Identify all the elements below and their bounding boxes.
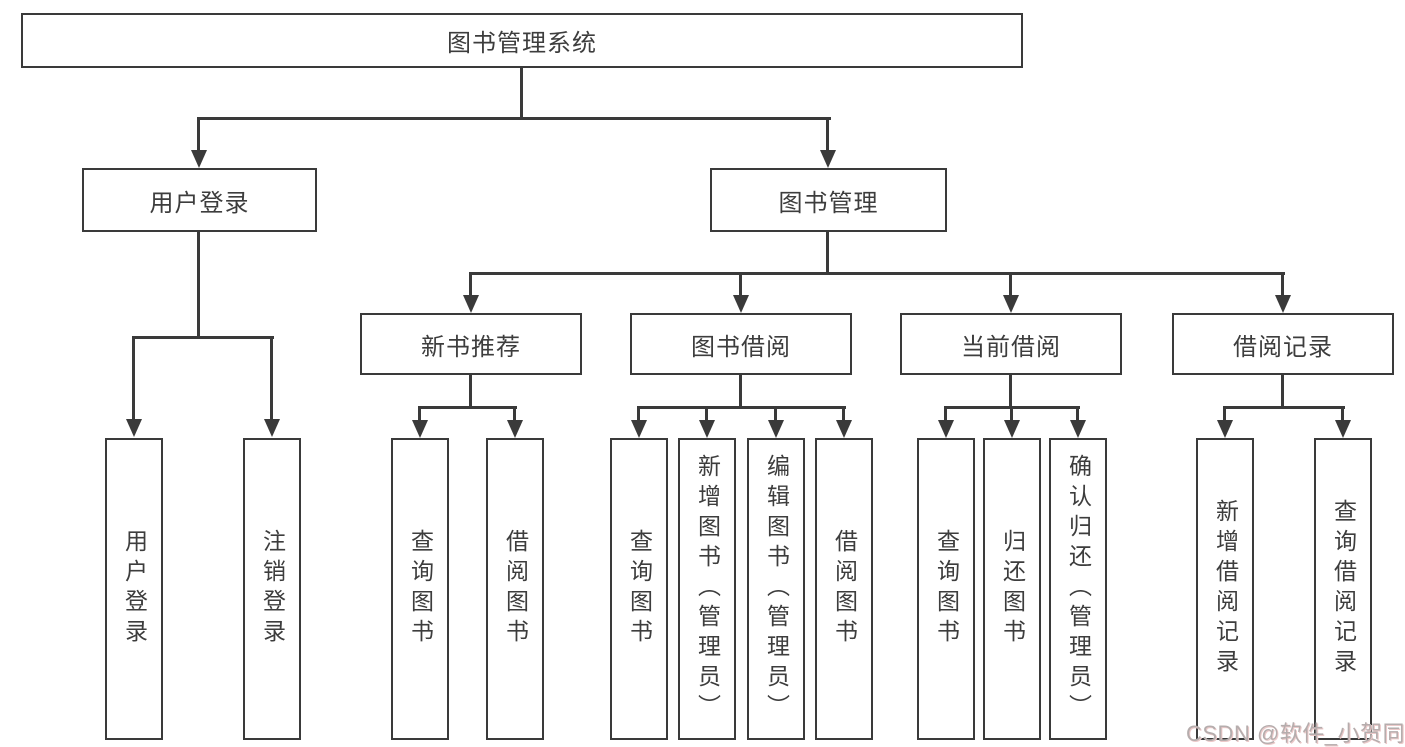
leaf-edit-book-admin: 编辑图书（管理员） — [747, 438, 805, 740]
node-user-login: 用户登录 — [82, 168, 317, 232]
connector-line — [469, 375, 472, 408]
arrow-down-icon — [1217, 420, 1233, 438]
connector-line — [132, 336, 135, 422]
arrow-down-icon — [191, 150, 207, 168]
node-book-management: 图书管理 — [710, 168, 947, 232]
node-book-borrowing: 图书借阅 — [630, 313, 852, 375]
leaf-borrow-books-recommend: 借阅图书 — [486, 438, 544, 740]
connector-line — [826, 117, 829, 152]
leaf-return-books: 归还图书 — [983, 438, 1041, 740]
arrow-down-icon — [264, 419, 280, 437]
leaf-borrow-books: 借阅图书 — [815, 438, 873, 740]
connector-line — [418, 406, 517, 409]
connector-line — [739, 375, 742, 408]
arrow-down-icon — [768, 420, 784, 438]
leaf-logout: 注销登录 — [243, 438, 301, 740]
connector-line — [1341, 406, 1344, 422]
connector-line — [197, 117, 831, 120]
node-current-borrowing: 当前借阅 — [900, 313, 1122, 375]
connector-line — [1281, 375, 1284, 408]
arrow-down-icon — [699, 420, 715, 438]
connector-line — [270, 336, 273, 422]
arrow-down-icon — [820, 150, 836, 168]
arrow-down-icon — [733, 295, 749, 313]
node-borrowing-records: 借阅记录 — [1172, 313, 1394, 375]
connector-line — [1010, 406, 1013, 422]
connector-line — [197, 232, 200, 336]
leaf-query-books-borrow: 查询图书 — [610, 438, 668, 740]
arrow-down-icon — [412, 420, 428, 438]
arrow-down-icon — [507, 420, 523, 438]
arrow-down-icon — [836, 420, 852, 438]
connector-line — [637, 406, 846, 409]
leaf-query-books-current: 查询图书 — [917, 438, 975, 740]
arrow-down-icon — [1275, 295, 1291, 313]
connector-line — [1009, 375, 1012, 408]
arrow-down-icon — [1004, 420, 1020, 438]
connector-line — [705, 406, 708, 422]
connector-line — [774, 406, 777, 422]
connector-line — [1223, 406, 1345, 409]
connector-line — [469, 272, 472, 297]
arrow-down-icon — [1070, 420, 1086, 438]
arrow-down-icon — [126, 419, 142, 437]
arrow-down-icon — [631, 420, 647, 438]
connector-line — [739, 272, 742, 297]
leaf-add-book-admin: 新增图书（管理员） — [678, 438, 736, 740]
connector-line — [513, 406, 516, 422]
node-new-book-recommend: 新书推荐 — [360, 313, 582, 375]
leaf-confirm-return-admin: 确认归还（管理员） — [1049, 438, 1107, 740]
connector-line — [520, 68, 523, 117]
leaf-query-borrow-record: 查询借阅记录 — [1314, 438, 1372, 740]
node-library-management-system: 图书管理系统 — [21, 13, 1023, 68]
arrow-down-icon — [1335, 420, 1351, 438]
connector-line — [418, 406, 421, 422]
connector-line — [842, 406, 845, 422]
connector-line — [1076, 406, 1079, 422]
connector-line — [944, 406, 947, 422]
leaf-user-login: 用户登录 — [105, 438, 163, 740]
csdn-watermark: CSDN @软件_小贺同学 — [1186, 721, 1405, 746]
leaf-add-borrow-record: 新增借阅记录 — [1196, 438, 1254, 740]
connector-line — [826, 232, 829, 274]
arrow-down-icon — [463, 295, 479, 313]
arrow-down-icon — [1003, 295, 1019, 313]
connector-line — [637, 406, 640, 422]
connector-line — [1009, 272, 1012, 297]
connector-line — [469, 272, 1285, 275]
arrow-down-icon — [938, 420, 954, 438]
leaf-query-books-recommend: 查询图书 — [391, 438, 449, 740]
connector-line — [197, 117, 200, 152]
connector-line — [1223, 406, 1226, 422]
connector-line — [1281, 272, 1284, 297]
connector-line — [132, 336, 274, 339]
